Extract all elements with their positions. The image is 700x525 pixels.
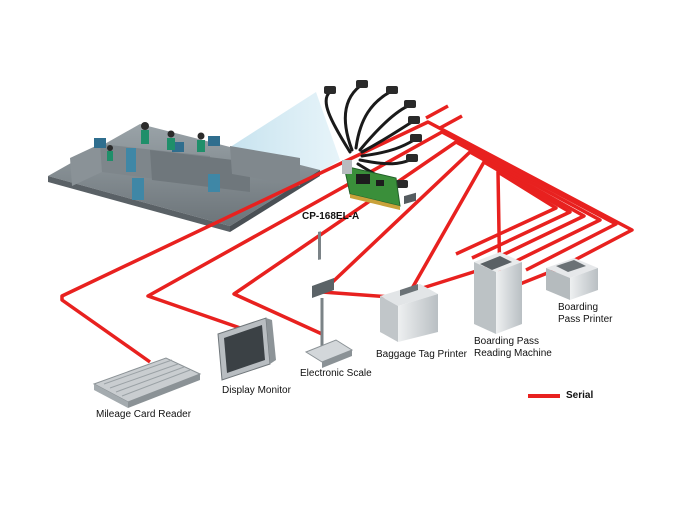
pass-printer-icon <box>546 258 598 300</box>
serial-line-boarding-pass-reading-machine <box>408 160 572 294</box>
printer-icon <box>380 192 438 342</box>
device-label-baggage-tag-printer: Baggage Tag Printer <box>376 349 467 360</box>
device-label-mileage-card-reader: Mileage Card Reader <box>96 409 192 420</box>
device-label-display-monitor: Display Monitor <box>222 385 291 396</box>
serial-line-display-monitor <box>146 130 618 332</box>
legend-serial-label: Serial <box>566 390 594 401</box>
card-model-label: CP-168EL-A <box>302 211 360 222</box>
serial-line-electronic-scale <box>232 140 602 336</box>
serial-line-baggage-tag-printer <box>320 150 586 300</box>
device-label-boarding-pass-reading-machine: Boarding Pass Reading Machine <box>474 336 552 359</box>
device-label-electronic-scale: Electronic Scale <box>300 368 372 379</box>
device-label-boarding-pass-printer: Boarding Pass Printer <box>558 302 613 325</box>
serial-card <box>324 80 422 210</box>
keyboard-icon <box>92 357 202 408</box>
airport-counter-scene <box>48 122 320 232</box>
serial-lines <box>60 104 634 364</box>
scale-icon <box>304 231 354 368</box>
serial-line-spare-port <box>425 104 449 120</box>
reader-machine-icon <box>474 252 522 334</box>
monitor-icon <box>217 317 276 381</box>
serial-line-spare-port <box>439 114 463 130</box>
serial-line-mileage-card-reader <box>60 120 634 364</box>
